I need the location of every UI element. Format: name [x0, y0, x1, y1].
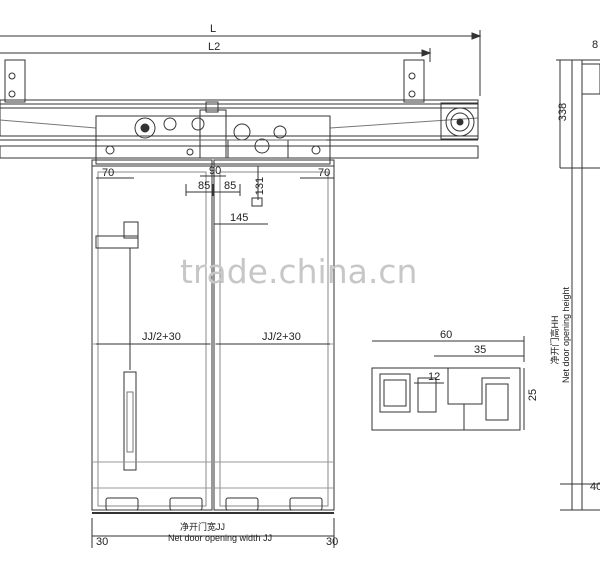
lower-rail — [0, 145, 479, 159]
door-shoe — [225, 497, 259, 511]
right-bracket — [403, 59, 425, 103]
damper-rod — [126, 391, 134, 453]
right-door-inner — [219, 171, 329, 507]
right-pulley-frame — [440, 102, 479, 140]
left-bracket — [4, 59, 26, 103]
door-shoe — [289, 497, 323, 511]
door-shoe — [105, 497, 139, 511]
inner-dimensions: 70 70 90 85 85 131 145 JJ/2+30 JJ/2+30 3… — [91, 165, 338, 548]
dim-side-8: 8 — [592, 39, 598, 51]
right-bracket-bolt — [408, 72, 416, 80]
roller — [233, 123, 251, 141]
left-hanger-plate — [91, 159, 213, 167]
lock-hook — [251, 197, 263, 207]
dim-side-338: 338 — [557, 103, 569, 121]
dim-profile-35: 35 — [474, 344, 486, 356]
roller — [191, 117, 205, 131]
dim-L2: L2 — [208, 41, 220, 53]
bolt — [105, 145, 115, 155]
side-bracket — [581, 63, 600, 95]
dim-profile-12: 12 — [428, 371, 440, 383]
profile-right-channel — [447, 368, 510, 430]
motor-body — [199, 109, 227, 159]
left-door-inner — [97, 171, 207, 507]
side-view: 8 338 40 净开门高HH Net door opening height — [549, 39, 600, 511]
dim-30-right: 30 — [326, 536, 338, 548]
right-pulley — [445, 107, 475, 137]
net-height-label-en: Net door opening height — [561, 286, 571, 383]
dim-profile-25: 25 — [527, 389, 539, 401]
roller — [273, 125, 287, 139]
right-pulley-hub — [450, 112, 470, 132]
gear-box — [227, 139, 289, 159]
dim-85-right: 85 — [224, 180, 236, 192]
drive-wheel — [134, 117, 156, 139]
motor-cap — [205, 101, 219, 113]
dim-30-left: 30 — [96, 536, 108, 548]
dim-145: 145 — [230, 212, 248, 224]
watermark: trade.china.cn — [180, 252, 417, 291]
profile-right-slot — [485, 383, 509, 421]
roller — [254, 138, 270, 154]
dim-85-left: 85 — [198, 180, 210, 192]
dim-70-right: 70 — [318, 167, 330, 179]
profile-outline — [371, 367, 521, 431]
right-bracket-bolt — [408, 90, 416, 98]
left-panel-block — [123, 221, 139, 239]
bolt — [311, 145, 321, 155]
net-width-label-en: Net door opening width JJ — [168, 533, 272, 543]
dim-L: L — [210, 23, 216, 35]
door-shoe — [169, 497, 203, 511]
dim-profile-60: 60 — [440, 329, 452, 341]
profile-mid-slot — [417, 377, 437, 413]
right-door-panel — [213, 165, 335, 511]
dim-90: 90 — [209, 165, 221, 177]
motor-plate — [95, 115, 331, 165]
dim-131: 131 — [254, 177, 266, 195]
rail-profile-section: 60 35 12 25 — [371, 329, 539, 431]
left-panel-block — [95, 235, 139, 249]
header-assembly — [0, 59, 479, 167]
left-door-panel — [91, 165, 213, 511]
left-bracket-bolt — [8, 72, 16, 80]
left-bracket-bolt — [8, 90, 16, 98]
dim-side-40: 40 — [590, 481, 600, 493]
right-hanger-plate — [213, 159, 335, 167]
door-damper — [123, 371, 137, 471]
net-width-label-cn: 净开门宽JJ — [180, 521, 225, 532]
profile-left-slot — [379, 373, 411, 413]
top-dimensions: L L2 — [0, 23, 482, 96]
bolt — [186, 148, 194, 156]
dim-left-panel-width: JJ/2+30 — [142, 331, 181, 343]
dim-70-left: 70 — [102, 167, 114, 179]
roller — [163, 117, 177, 131]
dim-right-panel-width: JJ/2+30 — [262, 331, 301, 343]
net-height-label-cn: 净开门高HH — [549, 316, 560, 365]
header-plate — [0, 107, 479, 137]
